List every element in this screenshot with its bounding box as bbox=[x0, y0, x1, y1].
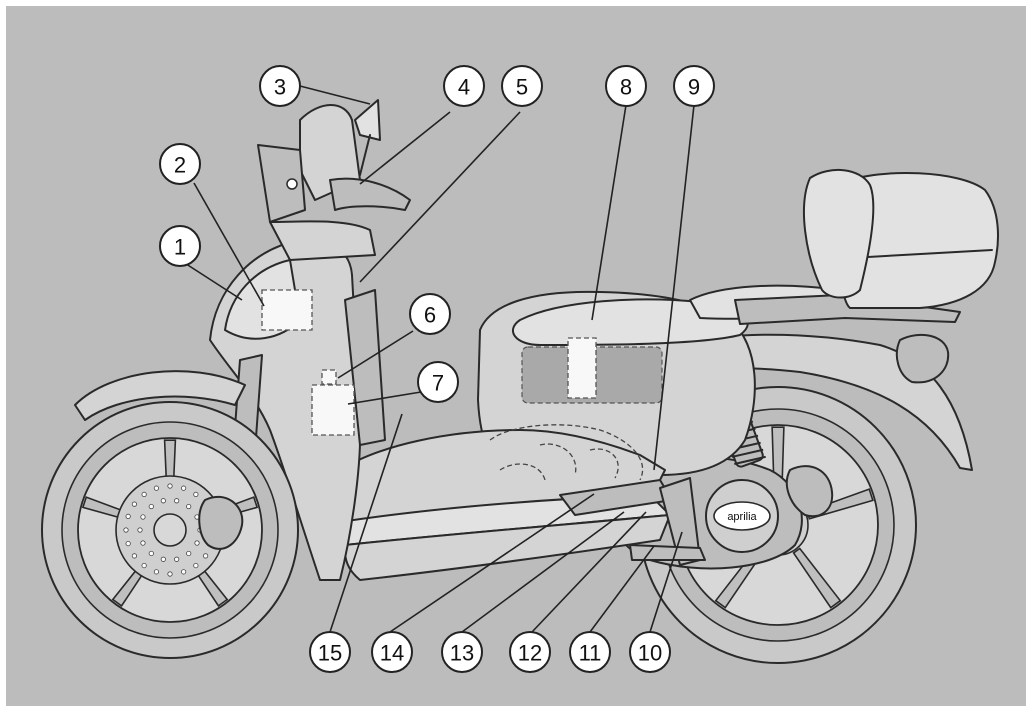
callout-label: 13 bbox=[450, 641, 474, 666]
callout-5: 5 bbox=[501, 65, 543, 107]
callout-6: 6 bbox=[409, 293, 451, 335]
shock-coil bbox=[731, 448, 764, 458]
callout-label: 12 bbox=[518, 641, 542, 666]
fuel-tank-area bbox=[567, 337, 597, 399]
callout-12: 12 bbox=[509, 631, 551, 673]
disc-hole bbox=[193, 562, 199, 569]
callout-label: 7 bbox=[432, 371, 444, 396]
disc-hole bbox=[160, 498, 166, 504]
disc-hole bbox=[153, 569, 160, 575]
front-compartment-6 bbox=[321, 369, 337, 385]
disc-hole bbox=[125, 540, 131, 547]
footboard-lower-edge bbox=[343, 514, 671, 581]
callout-label: 9 bbox=[688, 75, 700, 100]
disc-hole bbox=[194, 540, 200, 546]
side-stand bbox=[629, 544, 706, 561]
disc-hole bbox=[148, 550, 154, 557]
disc-hole bbox=[167, 483, 173, 489]
callout-label: 1 bbox=[174, 235, 186, 260]
disc-hole bbox=[140, 514, 146, 520]
callout-11: 11 bbox=[569, 631, 611, 673]
disc-hole bbox=[193, 491, 199, 498]
callout-label: 3 bbox=[274, 75, 286, 100]
disc-hole bbox=[160, 556, 166, 562]
callout-9: 9 bbox=[673, 65, 715, 107]
callout-10: 10 bbox=[629, 631, 671, 673]
callout-7: 7 bbox=[417, 361, 459, 403]
disc-hole bbox=[131, 501, 138, 507]
disc-hole bbox=[186, 503, 192, 510]
disc-hole bbox=[131, 553, 138, 559]
callout-2: 2 bbox=[159, 143, 201, 185]
disc-hole bbox=[167, 571, 173, 577]
callout-label: 11 bbox=[579, 641, 602, 666]
callout-label: 15 bbox=[318, 641, 342, 666]
callout-4: 4 bbox=[443, 65, 485, 107]
seat bbox=[512, 298, 749, 346]
callout-14: 14 bbox=[371, 631, 413, 673]
front-caliper bbox=[198, 495, 244, 550]
disc-hole bbox=[141, 491, 147, 498]
leader-lines bbox=[179, 85, 695, 633]
disc-hole bbox=[153, 485, 160, 491]
callout-1: 1 bbox=[159, 225, 201, 267]
callout-label: 5 bbox=[516, 75, 528, 100]
rear-caliper bbox=[785, 465, 834, 518]
callout-label: 6 bbox=[424, 303, 436, 328]
disc-hole bbox=[148, 503, 154, 510]
inner-leg-shield bbox=[344, 289, 386, 446]
disc-hole bbox=[174, 556, 180, 562]
callout-label: 2 bbox=[174, 153, 186, 178]
callout-15: 15 bbox=[309, 631, 351, 673]
callout-13: 13 bbox=[441, 631, 483, 673]
front-wheel bbox=[41, 401, 299, 659]
disc-hole bbox=[180, 485, 187, 491]
disc-hole bbox=[180, 569, 187, 575]
disc-hole bbox=[186, 550, 192, 557]
disc-hole bbox=[123, 527, 129, 533]
disc-hole bbox=[140, 540, 146, 546]
disc-hole bbox=[141, 562, 147, 569]
front-compartment-2 bbox=[261, 289, 313, 331]
disc-hole bbox=[125, 513, 131, 520]
callout-3: 3 bbox=[259, 65, 301, 107]
callout-label: 8 bbox=[620, 75, 632, 100]
mirror bbox=[354, 99, 381, 141]
handlebar bbox=[257, 104, 411, 261]
aprilia-badge bbox=[713, 501, 771, 531]
shock-coil bbox=[734, 455, 766, 465]
top-case bbox=[803, 168, 999, 309]
aprilia-badge-text: aprilia bbox=[727, 511, 757, 523]
disc-hole bbox=[137, 527, 143, 533]
front-compartment-7 bbox=[311, 384, 355, 436]
disc-hole bbox=[202, 553, 209, 559]
callout-label: 10 bbox=[638, 641, 662, 666]
mirror-stem bbox=[359, 134, 371, 176]
rear-light bbox=[895, 333, 950, 384]
inner-dashed-components bbox=[489, 424, 644, 481]
wheel-spoke bbox=[792, 547, 842, 609]
front-fender bbox=[74, 370, 246, 421]
callout-label: 14 bbox=[380, 641, 404, 666]
callout-label: 4 bbox=[458, 75, 470, 100]
disc-hole bbox=[174, 498, 180, 504]
callout-8: 8 bbox=[605, 65, 647, 107]
